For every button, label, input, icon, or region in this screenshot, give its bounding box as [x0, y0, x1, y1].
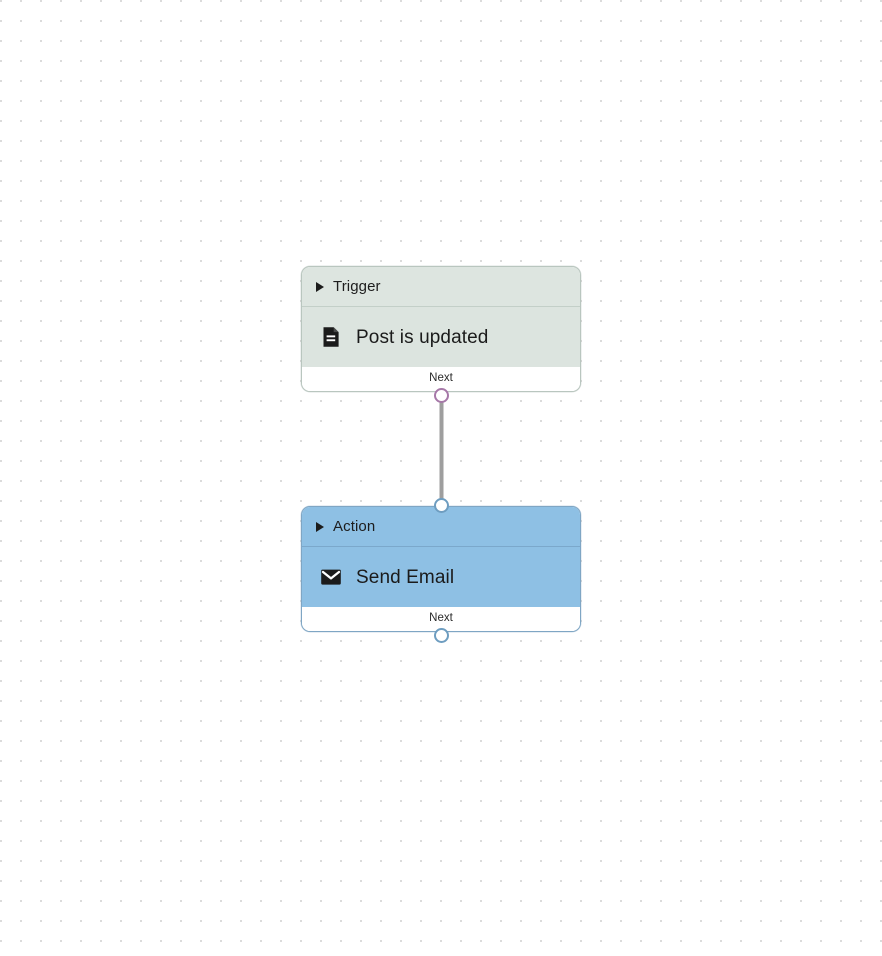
- action-body-label: Send Email: [356, 566, 455, 588]
- disclosure-triangle-right-icon[interactable]: [316, 521, 324, 532]
- action-body[interactable]: Send Email: [302, 547, 580, 607]
- action-input-port[interactable]: [434, 498, 449, 513]
- node-trigger[interactable]: Trigger Post is updated Next: [301, 266, 581, 392]
- node-action[interactable]: Action Send Email Next: [301, 506, 581, 632]
- trigger-footer: Next: [302, 367, 580, 391]
- action-header[interactable]: Action: [302, 507, 580, 547]
- action-footer: Next: [302, 607, 580, 631]
- action-header-label: Action: [333, 518, 376, 535]
- trigger-next-label: Next: [429, 372, 453, 385]
- trigger-body-label: Post is updated: [356, 326, 489, 348]
- disclosure-triangle-right-icon[interactable]: [316, 281, 324, 292]
- action-output-port[interactable]: [434, 628, 449, 643]
- document-icon: [318, 324, 344, 350]
- trigger-header[interactable]: Trigger: [302, 267, 580, 307]
- trigger-output-port[interactable]: [434, 388, 449, 403]
- trigger-header-label: Trigger: [333, 278, 381, 295]
- action-next-label: Next: [429, 612, 453, 625]
- envelope-icon: [318, 564, 344, 590]
- trigger-body[interactable]: Post is updated: [302, 307, 580, 367]
